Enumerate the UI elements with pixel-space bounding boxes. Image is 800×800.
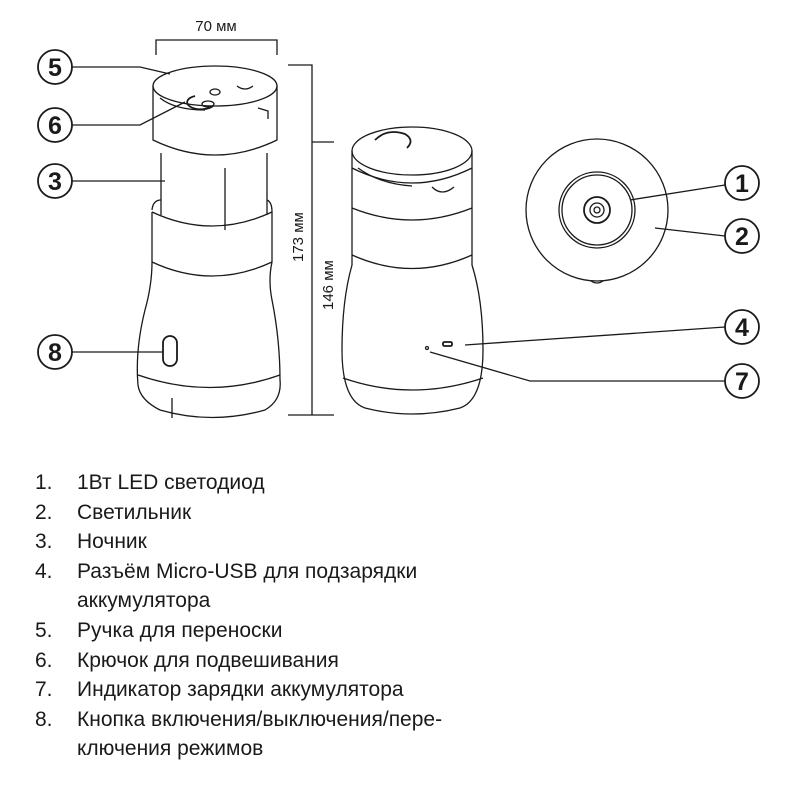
callout-4: 4 <box>724 309 760 345</box>
parts-legend: 1.1Вт LED светодиод 2.Светильник 3.Ночни… <box>0 468 800 764</box>
lamp-top-view <box>525 138 669 284</box>
svg-text:3: 3 <box>48 168 62 196</box>
callout-5: 5 <box>37 49 73 85</box>
svg-text:8: 8 <box>48 339 62 367</box>
legend-item: 1.1Вт LED светодиод <box>35 471 265 494</box>
callout-8: 8 <box>37 334 73 370</box>
product-diagram: 70 мм 173 мм 146 мм <box>37 18 760 419</box>
svg-text:6: 6 <box>48 112 62 140</box>
callout-1: 1 <box>724 165 760 201</box>
callout-7: 7 <box>724 363 760 399</box>
hook-icon <box>186 95 214 111</box>
svg-text:2: 2 <box>735 223 749 251</box>
width-dimension: 70 мм <box>155 18 278 55</box>
lamp-extended-view <box>136 65 281 419</box>
callout-6: 6 <box>37 107 73 143</box>
height-dimension: 173 мм 146 мм <box>288 64 337 416</box>
callout-2: 2 <box>724 218 760 254</box>
legend-item: 3.Ночник <box>35 530 147 554</box>
legend-item: 8.Кнопка включения/выключения/пере-ключе… <box>35 707 443 761</box>
svg-text:4: 4 <box>735 314 749 342</box>
power-button <box>162 335 178 367</box>
legend-item: 7.Индикатор зарядки аккумулятора <box>35 678 404 702</box>
legend-item: 5.Ручка для переноски <box>35 618 283 642</box>
svg-text:5: 5 <box>48 54 62 82</box>
svg-text:1: 1 <box>735 170 749 198</box>
leader-lines <box>72 66 726 382</box>
micro-usb-port <box>442 341 453 347</box>
hook-icon <box>374 131 412 149</box>
charge-indicator <box>424 345 430 351</box>
callout-3: 3 <box>37 163 73 199</box>
lamp-collapsed-view <box>341 126 484 415</box>
height-body-label: 146 мм <box>320 260 337 310</box>
legend-item: 2.Светильник <box>35 500 192 524</box>
height-total-label: 173 мм <box>290 212 307 262</box>
svg-text:7: 7 <box>735 368 749 396</box>
legend-item: 6.Крючок для подвешивания <box>35 648 339 672</box>
led-icon <box>590 280 604 284</box>
width-label: 70 мм <box>195 18 236 35</box>
